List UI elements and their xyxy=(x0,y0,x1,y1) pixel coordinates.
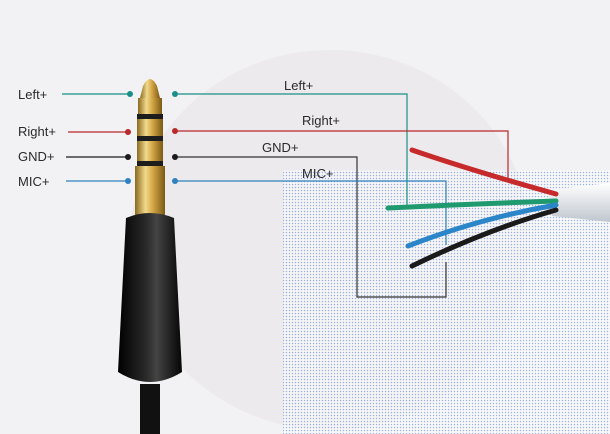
plug-ring-2 xyxy=(137,136,163,141)
plug-ring-3 xyxy=(137,161,163,166)
route-gnd xyxy=(178,156,447,298)
plug-cable xyxy=(140,384,160,434)
wire-red xyxy=(409,147,559,197)
pin-label-mic: MIC+ xyxy=(18,174,49,189)
wire-label-gnd: GND+ xyxy=(262,140,298,155)
pin-leaders xyxy=(62,91,133,184)
plug-tip-section xyxy=(138,98,162,114)
plug-tip xyxy=(140,79,160,98)
wire-label-right: Right+ xyxy=(302,113,340,128)
route-mic xyxy=(178,180,447,245)
plug-ring-1-section xyxy=(137,119,163,136)
pin-label-gnd: GND+ xyxy=(18,149,54,164)
pin-label-left: Left+ xyxy=(18,87,47,102)
wire-black xyxy=(409,207,559,269)
plug-body xyxy=(118,213,182,382)
wire-label-mic: MIC+ xyxy=(302,166,333,181)
cable-jacket xyxy=(548,183,610,222)
route-right xyxy=(178,130,509,180)
cable-wires xyxy=(385,147,610,269)
pin-label-right: Right+ xyxy=(18,124,56,139)
plug-ring-2-section xyxy=(137,141,163,161)
plug-sleeve xyxy=(135,166,165,216)
wire-routing-lines xyxy=(172,91,509,298)
wire-blue xyxy=(405,202,559,249)
wire-green xyxy=(385,198,559,211)
wire-label-left: Left+ xyxy=(284,78,313,93)
trrs-plug xyxy=(118,79,182,434)
plug-ring-1 xyxy=(137,114,163,119)
route-left xyxy=(178,93,408,205)
